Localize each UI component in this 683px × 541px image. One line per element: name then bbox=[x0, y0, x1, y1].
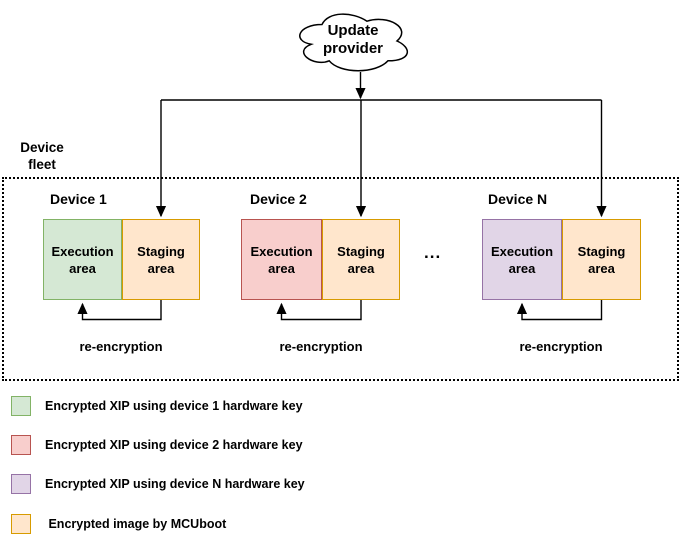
deviceN-reencryption-label: re-encryption bbox=[519, 339, 603, 354]
deviceN-execution-area: Execution area bbox=[482, 219, 562, 300]
update-provider-label: Update provider bbox=[322, 22, 383, 57]
device1-staging-area: Staging area bbox=[122, 219, 200, 300]
deviceN-title: Device N bbox=[488, 191, 548, 207]
device-fleet-boundary bbox=[2, 177, 679, 381]
legend-swatch-purple bbox=[11, 474, 31, 494]
legend-label: Encrypted image by MCUboot bbox=[45, 517, 227, 531]
deviceN-staging-area: Staging area bbox=[562, 219, 641, 300]
deviceN-execution-label: Execution area bbox=[490, 243, 554, 276]
device2-staging-label: Staging area bbox=[337, 243, 385, 276]
legend-swatch-orange bbox=[11, 514, 31, 534]
legend-swatch-green bbox=[11, 396, 31, 416]
device1-staging-label: Staging area bbox=[137, 243, 185, 276]
device2-reencryption-label: re-encryption bbox=[279, 339, 363, 354]
legend-label: Encrypted XIP using device 2 hardware ke… bbox=[45, 438, 303, 452]
device1-title: Device 1 bbox=[50, 191, 107, 207]
device1-execution-area: Execution area bbox=[43, 219, 122, 300]
deviceN-staging-label: Staging area bbox=[577, 243, 626, 276]
devices-ellipsis: ... bbox=[424, 243, 442, 262]
device-fleet-label: Device fleet bbox=[20, 140, 64, 172]
device2-execution-label: Execution area bbox=[250, 243, 313, 276]
device2-execution-area: Execution area bbox=[241, 219, 322, 300]
legend-label: Encrypted XIP using device 1 hardware ke… bbox=[45, 399, 303, 413]
device2-title: Device 2 bbox=[250, 191, 307, 207]
device1-reencryption-label: re-encryption bbox=[79, 339, 163, 354]
device1-execution-label: Execution area bbox=[51, 243, 114, 276]
legend-label: Encrypted XIP using device N hardware ke… bbox=[45, 477, 305, 491]
device2-staging-area: Staging area bbox=[322, 219, 400, 300]
legend-swatch-red bbox=[11, 435, 31, 455]
